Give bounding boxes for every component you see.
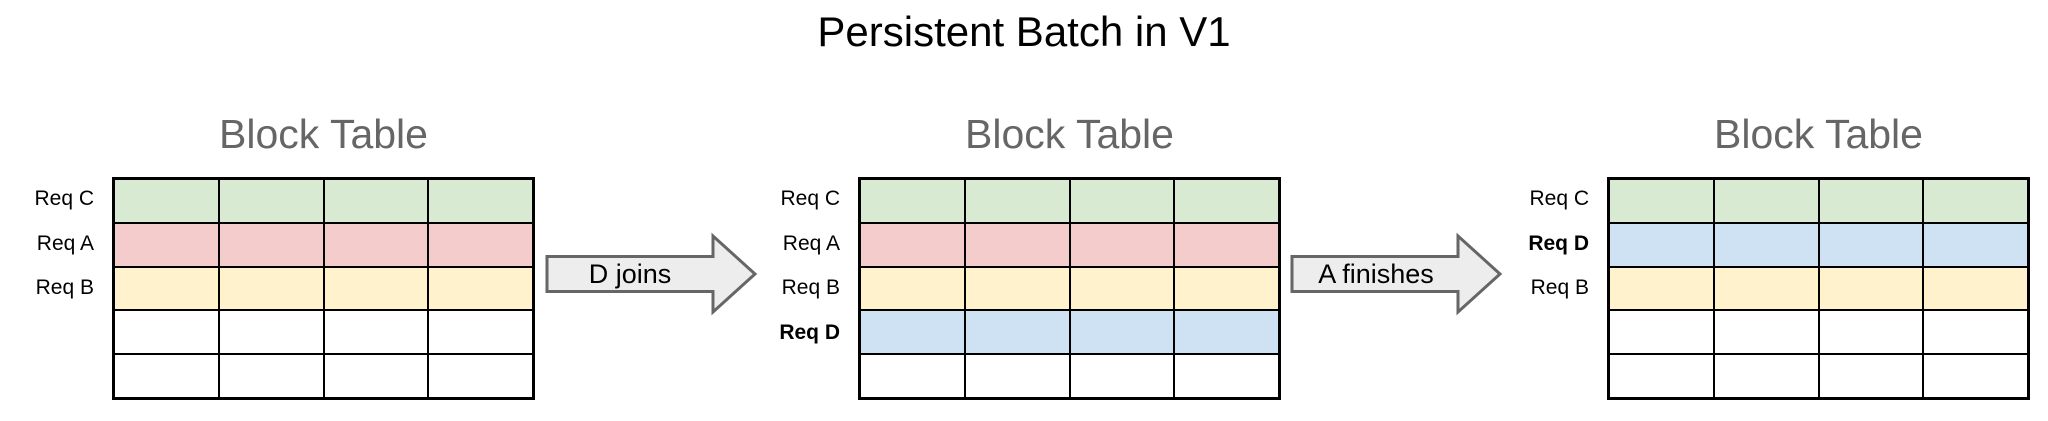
table-cell [429, 355, 532, 397]
diagram-title: Persistent Batch in V1 [817, 8, 1231, 55]
table-cell [324, 355, 428, 397]
table-cell [1924, 223, 2027, 266]
table-cell [1175, 223, 1278, 266]
table-cell [1070, 267, 1174, 310]
table-cell [1924, 267, 2027, 310]
table-cell [219, 311, 323, 354]
table-cell [324, 311, 428, 354]
block-table [1607, 177, 2030, 400]
row-label: Req B [1530, 276, 1589, 300]
table-cell [1714, 223, 1818, 266]
table-cell [1610, 223, 1713, 266]
panel-heading-right: Block Table [1714, 111, 1923, 157]
panel-heading-left: Block Table [219, 111, 428, 157]
table-cell [1924, 355, 2027, 397]
table-cell [1175, 355, 1278, 397]
table-cell [219, 223, 323, 266]
table-cell [965, 223, 1069, 266]
row-label: Req D [779, 321, 840, 345]
table-cell [1610, 355, 1713, 397]
table-cell [1819, 355, 1923, 397]
table-cell [219, 180, 323, 222]
table-cell [429, 311, 532, 354]
table-cell [861, 311, 964, 354]
table-cell [219, 267, 323, 310]
table-cell [1714, 267, 1818, 310]
table-cell [1924, 311, 2027, 354]
table-cell [324, 223, 428, 266]
table-cell [1070, 180, 1174, 222]
table-cell [1175, 311, 1278, 354]
table-cell [324, 180, 428, 222]
row-label: Req C [34, 187, 94, 211]
table-cell [429, 223, 532, 266]
table-cell [115, 223, 218, 266]
table-cell [1714, 180, 1818, 222]
row-label: Req C [1529, 187, 1589, 211]
table-cell [429, 267, 532, 310]
table-cell [1924, 180, 2027, 222]
table-cell [115, 355, 218, 397]
table-cell [115, 311, 218, 354]
table-cell [861, 355, 964, 397]
table-cell [1610, 180, 1713, 222]
table-cell [429, 180, 532, 222]
table-cell [1819, 223, 1923, 266]
table-cell [1175, 267, 1278, 310]
row-label: Req B [35, 276, 94, 300]
row-label: Req B [781, 276, 840, 300]
a-finishes-arrow-label: A finishes [1318, 259, 1434, 289]
row-label: Req A [36, 231, 94, 255]
table-cell [1714, 355, 1818, 397]
table-cell [1070, 311, 1174, 354]
table-cell [861, 223, 964, 266]
table-cell [965, 311, 1069, 354]
block-table [858, 177, 1281, 400]
table-cell [115, 180, 218, 222]
block-table [112, 177, 535, 400]
table-cell [965, 355, 1069, 397]
table-cell [1610, 267, 1713, 310]
row-label: Req C [780, 187, 840, 211]
table-cell [1819, 180, 1923, 222]
d-joins-arrow-label: D joins [589, 259, 672, 289]
table-cell [861, 267, 964, 310]
table-cell [115, 267, 218, 310]
table-cell [1819, 311, 1923, 354]
row-label: Req D [1528, 231, 1589, 255]
panel-heading-middle: Block Table [965, 111, 1174, 157]
table-cell [219, 355, 323, 397]
table-cell [965, 267, 1069, 310]
table-cell [1819, 267, 1923, 310]
table-cell [861, 180, 964, 222]
table-cell [324, 267, 428, 310]
table-cell [1070, 223, 1174, 266]
table-cell [1175, 180, 1278, 222]
table-cell [1070, 355, 1174, 397]
table-cell [1714, 311, 1818, 354]
table-cell [1610, 311, 1713, 354]
row-label: Req A [782, 231, 840, 255]
table-cell [965, 180, 1069, 222]
